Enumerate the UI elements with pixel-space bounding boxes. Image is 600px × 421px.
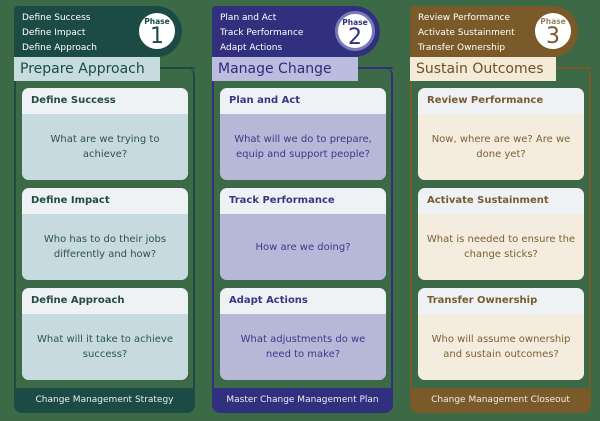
card-heading: Define Impact: [31, 195, 110, 206]
phase-3-column: Review Performance Activate Sustainment …: [410, 6, 592, 413]
frame-top-line: [160, 67, 195, 69]
activity-item: Define Approach: [22, 43, 97, 53]
phase-label: Phase: [342, 18, 368, 27]
activity-item: Define Impact: [22, 28, 86, 38]
activity-item: Adapt Actions: [220, 43, 283, 53]
phase-deliverable: Master Change Management Plan: [212, 388, 393, 413]
phase-number: 3: [546, 24, 560, 49]
card-heading: Transfer Ownership: [427, 295, 538, 306]
card-question: What will we do to prepare, equip and su…: [220, 114, 386, 180]
phase-2-header: Plan and Act Track Performance Adapt Act…: [212, 6, 380, 57]
phase-badge: Phase 2: [335, 11, 375, 51]
card-heading: Define Success: [31, 95, 116, 106]
card-heading: Activate Sustainment: [427, 195, 549, 206]
activity-item: Define Success: [22, 13, 91, 23]
card-question: What adjustments do we need to make?: [220, 314, 386, 380]
phase-title: Manage Change: [212, 57, 358, 81]
activity-item: Review Performance: [418, 13, 511, 23]
phase-deliverable: Change Management Closeout: [410, 388, 591, 413]
card-question: How are we doing?: [220, 214, 386, 280]
card-heading: Define Approach: [31, 295, 125, 306]
step-card: Define Impact Who has to do their jobs d…: [22, 188, 188, 280]
activity-item: Track Performance: [220, 28, 304, 38]
phase-deliverable: Change Management Strategy: [14, 388, 195, 413]
phase-title: Prepare Approach: [14, 57, 160, 81]
frame-top-line: [556, 67, 591, 69]
card-heading: Adapt Actions: [229, 295, 308, 306]
card-heading: Track Performance: [229, 195, 335, 206]
activity-item: Activate Sustainment: [418, 28, 515, 38]
card-heading: Review Performance: [427, 95, 544, 106]
phase-label: Phase: [540, 17, 566, 26]
phase-badge: Phase 3: [533, 11, 573, 51]
step-card: Activate Sustainment What is needed to e…: [418, 188, 584, 280]
phase-label: Phase: [144, 17, 170, 26]
step-card: Plan and Act What will we do to prepare,…: [220, 88, 386, 180]
step-card: Define Success What are we trying to ach…: [22, 88, 188, 180]
phase-2-column: Plan and Act Track Performance Adapt Act…: [212, 6, 394, 413]
card-question: Who will assume ownership and sustain ou…: [418, 314, 584, 380]
card-question: What will it take to achieve success?: [22, 314, 188, 380]
card-question: Now, where are we? Are we done yet?: [418, 114, 584, 180]
card-question: What are we trying to achieve?: [22, 114, 188, 180]
step-card: Review Performance Now, where are we? Ar…: [418, 88, 584, 180]
step-card: Transfer Ownership Who will assume owner…: [418, 288, 584, 380]
step-card: Track Performance How are we doing?: [220, 188, 386, 280]
phase-number: 2: [348, 25, 362, 50]
phase-number: 1: [150, 24, 164, 49]
phase-1-header: Define Success Define Impact Define Appr…: [14, 6, 182, 57]
phase-badge: Phase 1: [137, 11, 177, 51]
card-question: Who has to do their jobs differently and…: [22, 214, 188, 280]
activity-item: Transfer Ownership: [418, 43, 506, 53]
phase-1-column: Define Success Define Impact Define Appr…: [14, 6, 196, 413]
activity-item: Plan and Act: [220, 13, 277, 23]
phase-title: Sustain Outcomes: [410, 57, 556, 81]
phase-3-header: Review Performance Activate Sustainment …: [410, 6, 578, 57]
card-heading: Plan and Act: [229, 95, 301, 106]
card-question: What is needed to ensure the change stic…: [418, 214, 584, 280]
step-card: Adapt Actions What adjustments do we nee…: [220, 288, 386, 380]
step-card: Define Approach What will it take to ach…: [22, 288, 188, 380]
frame-top-line: [358, 67, 393, 69]
